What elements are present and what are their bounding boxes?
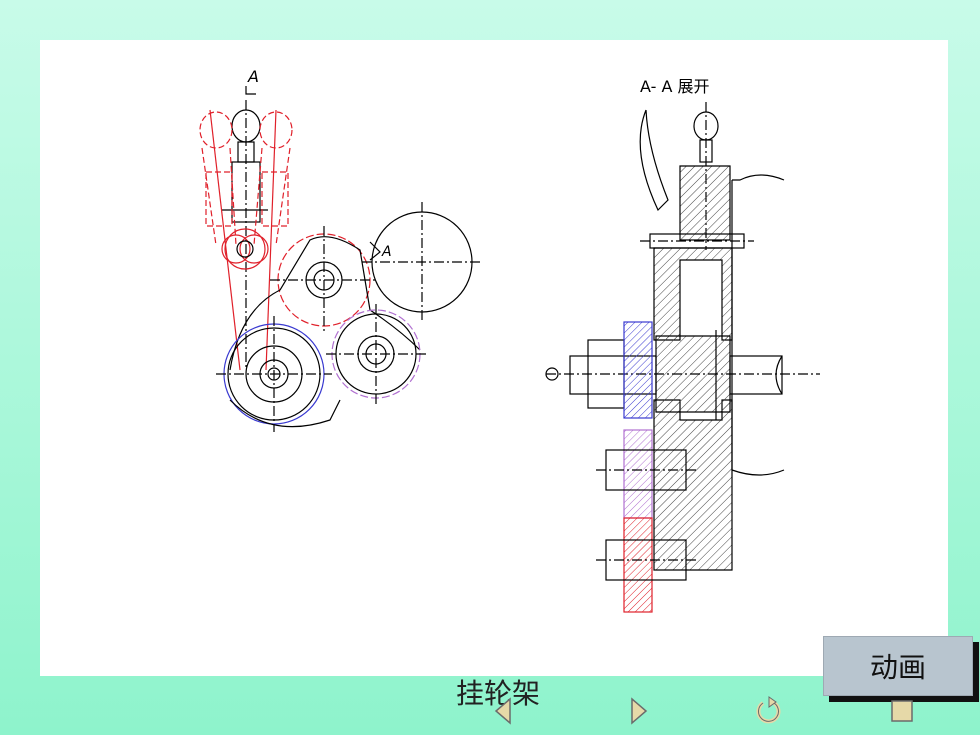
section-label-mid: A	[381, 244, 392, 260]
circular-arrow-icon	[756, 696, 781, 724]
slide-panel: A	[40, 40, 973, 710]
section-title-right: A- A 展开	[640, 77, 710, 96]
section-label-top: A	[247, 67, 259, 86]
square-stop-icon	[891, 700, 913, 722]
replay-button[interactable]	[752, 695, 784, 727]
animate-button[interactable]: 动画	[823, 636, 973, 696]
left-view: A	[199, 67, 482, 432]
right-view: A- A 展开	[545, 77, 820, 613]
next-button[interactable]	[622, 695, 654, 727]
stop-button[interactable]	[886, 695, 918, 727]
prev-button[interactable]	[488, 695, 520, 727]
diagram-caption: 挂轮架	[456, 677, 541, 710]
gear-bracket-drawing: A	[199, 67, 820, 613]
triangle-right-icon	[631, 697, 648, 725]
triangle-left-icon	[494, 697, 511, 725]
